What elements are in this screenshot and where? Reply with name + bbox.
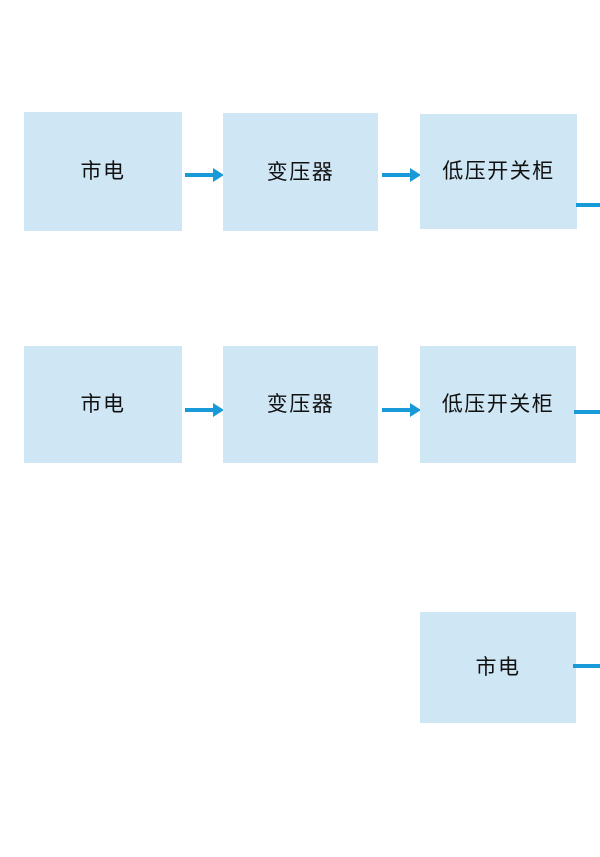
arrow-head-icon [410,403,421,417]
connector-line-row2 [574,410,600,414]
node-box-transformer-row2[interactable]: 变压器 [223,346,378,463]
node-box-utility-power-row1[interactable]: 市电 [24,112,182,231]
flow-arrow-row1-2 [382,168,421,182]
arrow-head-icon [410,168,421,182]
node-label: 低压开关柜 [442,160,555,183]
connector-line-row1 [576,203,600,207]
node-label: 市电 [80,393,126,416]
connector-line-row3 [573,664,600,668]
node-box-utility-power-row2[interactable]: 市电 [24,346,182,463]
node-label: 低压开关柜 [441,393,555,416]
arrow-shaft [382,408,410,412]
flow-arrow-row2-2 [382,403,421,417]
node-label: 市电 [475,656,521,679]
node-label: 变压器 [266,160,335,184]
arrow-shaft [382,173,410,177]
arrow-head-icon [213,168,224,182]
node-label: 变压器 [266,393,335,416]
flow-arrow-row1-1 [185,168,224,182]
arrow-shaft [185,173,213,177]
arrow-shaft [185,408,213,412]
node-box-lv-switchgear-row1[interactable]: 低压开关柜 [420,114,577,229]
node-box-transformer-row1[interactable]: 变压器 [223,113,378,231]
node-box-lv-switchgear-row2[interactable]: 低压开关柜 [420,346,576,463]
node-box-utility-power-row3[interactable]: 市电 [420,612,576,723]
arrow-head-icon [213,403,224,417]
flow-arrow-row2-1 [185,403,224,417]
node-label: 市电 [80,160,126,183]
